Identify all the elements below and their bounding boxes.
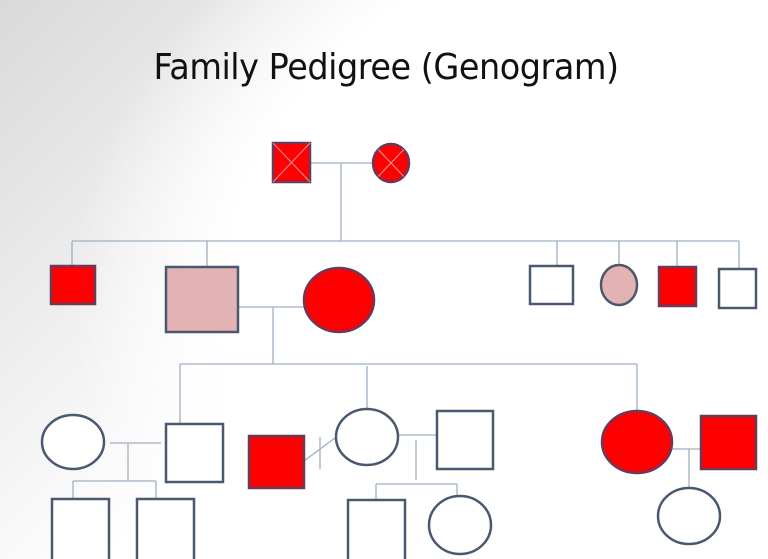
square-symbol bbox=[657, 265, 698, 308]
square-symbol bbox=[50, 497, 111, 559]
circle-symbol bbox=[334, 407, 400, 467]
circle-symbol bbox=[40, 413, 106, 471]
square-symbol bbox=[435, 409, 495, 471]
male-square-gen3-son-1 bbox=[164, 422, 225, 484]
circle-symbol bbox=[600, 409, 674, 475]
male-square-gen2-son-5 bbox=[717, 267, 758, 310]
female-circle-gen2-son-2-wife bbox=[302, 266, 376, 334]
slide-title: Family Pedigree (Genogram) bbox=[153, 47, 620, 88]
square-symbol bbox=[164, 422, 225, 484]
male-square-gen4-child-1 bbox=[50, 497, 111, 559]
square-symbol bbox=[247, 434, 306, 490]
circle-symbol bbox=[302, 266, 376, 334]
circle-symbol bbox=[656, 486, 722, 546]
male-square-gen4-child-2 bbox=[135, 497, 196, 559]
female-circle-gen4-child-5 bbox=[656, 486, 722, 546]
male-square-gen3-daughter-1-husband bbox=[435, 409, 495, 471]
male-square-gen3-daughter-2-husband bbox=[699, 414, 758, 471]
square-symbol bbox=[135, 497, 196, 559]
square-symbol bbox=[528, 264, 575, 306]
square-symbol bbox=[717, 267, 758, 310]
deceased-x-mark-icon bbox=[377, 149, 405, 177]
male-square-gen3-daughter-1-ex-husband bbox=[247, 434, 306, 490]
male-square-gen2-son-4 bbox=[657, 265, 698, 308]
connector-lines bbox=[71, 162, 740, 500]
male-square-gen2-son-1 bbox=[49, 264, 97, 306]
square-symbol bbox=[49, 264, 97, 306]
male-square-gen1-grandfather bbox=[271, 141, 312, 184]
female-circle-gen3-son-1-wife bbox=[40, 413, 106, 471]
square-symbol bbox=[346, 498, 407, 559]
circle-symbol bbox=[427, 494, 493, 556]
male-square-gen2-son-3 bbox=[528, 264, 575, 306]
female-circle-gen1-grandmother bbox=[371, 142, 411, 184]
female-circle-gen3-daughter-2 bbox=[600, 409, 674, 475]
male-square-gen2-son-2 bbox=[164, 265, 240, 334]
family-members bbox=[40, 141, 758, 559]
circle-symbol bbox=[599, 263, 639, 307]
female-circle-gen2-daughter-1 bbox=[599, 263, 639, 307]
male-square-gen4-child-3 bbox=[346, 498, 407, 559]
square-symbol bbox=[699, 414, 758, 471]
deceased-x-mark-icon bbox=[272, 142, 311, 183]
female-circle-gen4-child-4 bbox=[427, 494, 493, 556]
square-symbol bbox=[164, 265, 240, 334]
female-circle-gen3-daughter-1 bbox=[334, 407, 400, 467]
